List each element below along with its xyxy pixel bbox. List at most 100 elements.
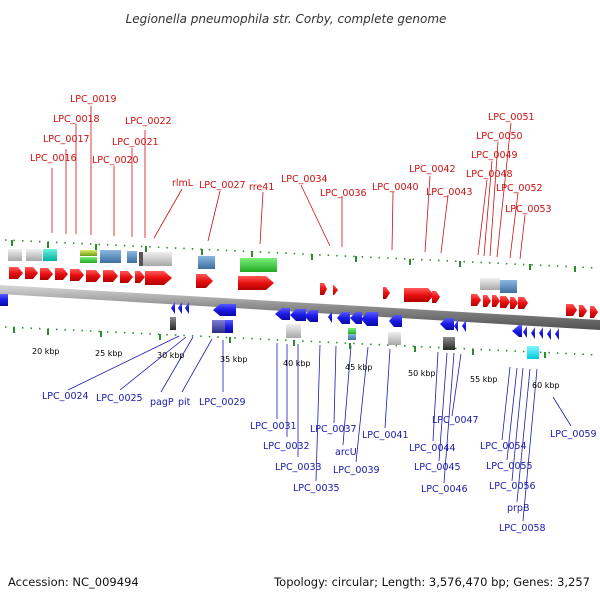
gene-label: LPC_0049 <box>471 150 518 161</box>
gene-arrow <box>333 285 338 295</box>
gene-label: LPC_0046 <box>421 484 468 495</box>
gene-arrow <box>86 270 101 282</box>
gene-label: LPC_0016 <box>30 153 77 164</box>
gene-arrow <box>539 327 543 339</box>
scale-label: 50 kbp <box>408 369 436 378</box>
gene-arrow <box>290 309 306 321</box>
top-feature-boxes <box>8 249 517 293</box>
gene-arrow <box>304 310 318 322</box>
bottom-track-dots <box>4 326 599 356</box>
gene-label: LPC_0031 <box>250 421 297 432</box>
gene-label: LPC_0025 <box>96 393 143 404</box>
scale-label: 30 kbp <box>157 351 185 360</box>
gene-label: pagP <box>150 397 174 408</box>
gene-label: rre41 <box>249 182 274 193</box>
gene-arrow <box>0 294 8 306</box>
gene-label: LPC_0058 <box>499 523 546 534</box>
gene-arrow <box>361 312 378 326</box>
gene-arrow <box>462 320 466 332</box>
gene-label: rlmL <box>172 178 194 189</box>
gene-label: LPC_0040 <box>372 182 419 193</box>
gene-arrow <box>55 268 68 280</box>
gene-label: LPC_0039 <box>333 465 380 476</box>
gene-arrow <box>350 312 362 324</box>
gene-arrow <box>171 302 175 314</box>
gene-arrow <box>9 267 23 279</box>
gene-label: LPC_0019 <box>70 94 117 105</box>
gene-label: LPC_0043 <box>426 187 473 198</box>
gene-label: LPC_0033 <box>275 462 322 473</box>
gene-arrow <box>492 295 500 307</box>
bottom-leader-lines <box>67 335 572 522</box>
scale-label: 25 kbp <box>95 349 123 358</box>
gene-label: LPC_0044 <box>409 443 456 454</box>
gene-arrow <box>590 306 598 318</box>
gene-arrow <box>328 311 332 323</box>
gene-arrow <box>579 305 587 317</box>
gene-arrow <box>440 318 454 330</box>
gene-arrow <box>70 269 84 281</box>
gene-label: LPC_0047 <box>432 415 479 426</box>
gene-label: LPC_0052 <box>496 183 543 194</box>
gene-label: LPC_0027 <box>199 180 246 191</box>
gene-label: LPC_0017 <box>43 134 90 145</box>
gene-label: LPC_0045 <box>414 462 461 473</box>
scale-label: 55 kbp <box>470 375 498 384</box>
gene-arrow <box>518 297 528 309</box>
scale-label: 45 kbp <box>345 363 373 372</box>
track-ticks <box>11 240 576 358</box>
gene-arrow <box>555 328 559 340</box>
gene-arrow <box>275 308 290 320</box>
gene-label: LPC_0037 <box>310 424 357 435</box>
top-gene-labels: LPC_0016 LPC_0017 LPC_0018 LPC_0019 LPC_… <box>30 94 552 215</box>
bottom-feature-boxes <box>170 317 539 359</box>
gene-arrow <box>510 297 518 309</box>
gene-arrow <box>566 304 577 316</box>
gene-arrow <box>512 325 522 337</box>
gene-arrow <box>145 271 172 285</box>
scale-label: 35 kbp <box>220 355 248 364</box>
accession-text: Accession: NC_009494 <box>8 575 139 589</box>
top-leader-lines <box>51 106 526 260</box>
gene-arrow <box>25 267 38 279</box>
gene-arrow <box>238 276 274 290</box>
gene-label: LPC_0048 <box>466 169 513 180</box>
gene-arrow <box>213 304 236 316</box>
gene-arrow <box>483 295 491 307</box>
gene-arrow <box>185 302 189 314</box>
gene-label: LPC_0042 <box>409 164 456 175</box>
gene-label: LPC_0034 <box>281 174 328 185</box>
gene-label: LPC_0029 <box>199 397 246 408</box>
gene-label: LPC_0050 <box>476 131 523 142</box>
reverse-genes <box>0 294 559 340</box>
gene-label: prpB <box>507 503 529 514</box>
gene-arrow <box>547 328 551 340</box>
gene-label: LPC_0035 <box>293 483 340 494</box>
scale-label: 60 kbp <box>532 381 560 390</box>
gene-label: LPC_0022 <box>125 116 172 127</box>
gene-label: LPC_0020 <box>92 155 139 166</box>
gene-arrow <box>432 291 440 303</box>
forward-genes <box>9 267 598 318</box>
gene-label: LPC_0053 <box>505 204 552 215</box>
gene-arrow <box>383 287 390 299</box>
gene-arrow <box>404 288 434 302</box>
gene-label: LPC_0051 <box>488 112 535 123</box>
map-title: Legionella pneumophila str. Corby, compl… <box>126 12 447 26</box>
gene-arrow <box>178 302 182 314</box>
gene-arrow <box>531 327 535 339</box>
bottom-gene-labels: LPC_0024 LPC_0025 pagP pit LPC_0029 LPC_… <box>42 391 597 534</box>
gene-label: LPC_0055 <box>486 461 533 472</box>
gene-arrow <box>523 326 527 338</box>
gene-arrow <box>500 296 510 308</box>
gene-label: LPC_0054 <box>480 441 527 452</box>
scale-label: 20 kbp <box>32 347 60 356</box>
gene-label: LPC_0041 <box>362 430 409 441</box>
gene-arrow <box>103 270 118 282</box>
gene-label: LPC_0021 <box>112 137 159 148</box>
gene-label: LPC_0032 <box>263 441 310 452</box>
gene-label: LPC_0036 <box>320 188 367 199</box>
gene-arrow <box>135 271 145 283</box>
gene-label: LPC_0059 <box>550 429 597 440</box>
gene-arrow <box>120 271 133 283</box>
